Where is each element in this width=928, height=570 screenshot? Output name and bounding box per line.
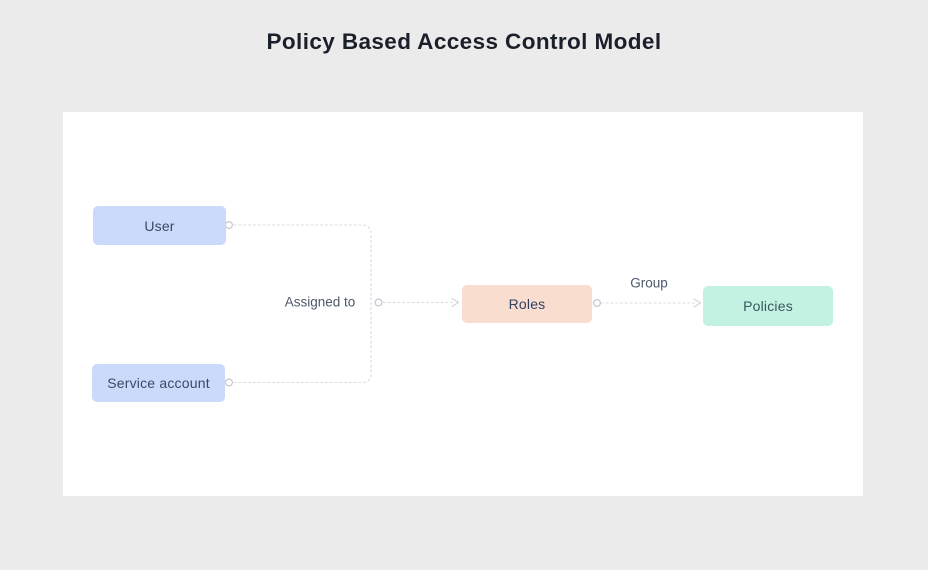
- node-service-account: Service account: [92, 364, 225, 402]
- node-roles: Roles: [462, 285, 592, 323]
- handle-user-source-icon: [225, 220, 234, 229]
- diagram-canvas: User Service account Roles Policies Assi…: [63, 112, 863, 496]
- handle-junction-source-icon: [374, 298, 383, 307]
- node-user: User: [93, 206, 226, 245]
- edge-service-account-to-junction: [229, 302, 372, 384]
- handle-service-account-source-icon: [225, 378, 234, 387]
- arrowhead-roles-icon: [451, 297, 460, 308]
- arrowhead-policies-icon: [693, 298, 702, 308]
- node-policies: Policies: [703, 286, 833, 326]
- page-title: Policy Based Access Control Model: [266, 29, 662, 54]
- edge-label-assigned-to: Assigned to: [282, 294, 358, 310]
- edge-user-to-junction: [229, 224, 372, 303]
- edges-layer: [225, 220, 702, 387]
- edge-label-group: Group: [628, 275, 670, 291]
- handle-roles-source-icon: [592, 299, 601, 308]
